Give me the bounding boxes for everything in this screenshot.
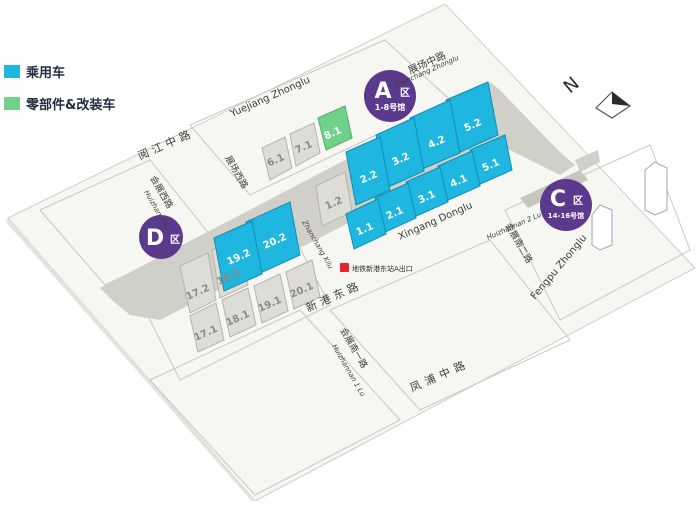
zone-c-suffix: 区 [573,195,583,207]
hall-2-2 [345,136,391,206]
legend-parts-swatch [4,97,20,110]
zone-d-letter: D [146,226,164,251]
compass-n-label: N [560,73,584,98]
legend-passenger: 乘用车 [4,62,65,81]
hall-8-1 [317,105,353,151]
metro-exit-label: 地铁新港东站A出口 [352,264,413,273]
c-zone-buildings [591,161,668,251]
north-compass: N [560,73,632,119]
zone-a-halls: 1-8号馆 [375,102,405,112]
zone-d-badge: D 区 [139,215,183,259]
hall-7-1 [289,122,321,167]
metro-icon [340,263,349,272]
zone-a-suffix: 区 [400,87,410,99]
hall-1-1 [345,198,387,250]
hall-17-1 [189,302,225,353]
legend-parts-label: 零部件&改装车 [26,98,116,113]
east-walkway [575,150,600,172]
hall-19-2 [213,220,263,292]
zone-c-badge: C 区 14-16号馆 [540,179,592,231]
zone-a-badge: A 区 1-8号馆 [364,70,416,122]
hall-18-1 [221,287,257,338]
hall-20-1 [285,259,321,310]
legend-passenger-swatch [4,65,20,78]
metro-exit-marker: 地铁新港东站A出口 [340,263,413,273]
legend-passenger-label: 乘用车 [26,66,66,81]
zone-d-suffix: 区 [170,234,180,246]
hall-6-1 [261,136,293,181]
hall-19-1 [253,273,289,324]
zone-c-halls: 14-16号馆 [548,211,584,220]
legend-parts: 零部件&改装车 [4,94,115,113]
zone-c-letter: C [550,187,566,212]
zone-a-letter: A [374,79,391,104]
site-ground [7,3,696,502]
site-ground-edge [6,218,255,505]
halls-passenger [213,81,513,292]
hall-17-2 [179,252,217,314]
